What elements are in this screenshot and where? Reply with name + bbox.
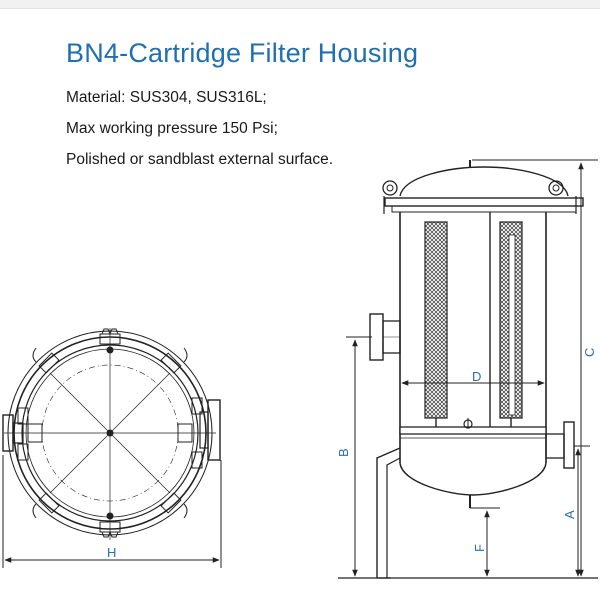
dimension-a-line xyxy=(574,445,590,577)
side-view-drawing xyxy=(369,160,584,579)
page-title: BN4-Cartridge Filter Housing xyxy=(66,38,419,68)
spec-material: Material: SUS304, SUS316L; xyxy=(66,89,267,106)
top-bar xyxy=(0,0,600,9)
dimension-d-label: D xyxy=(472,369,481,384)
spec-pressure: Max working pressure 150 Psi; xyxy=(66,120,278,137)
dimension-b-line xyxy=(346,336,372,577)
dimension-c-line xyxy=(472,159,598,577)
spec-surface: Polished or sandblast external surface. xyxy=(66,151,334,168)
dimension-a-label: A xyxy=(562,510,577,519)
dimension-c-label: C xyxy=(582,348,597,357)
dimension-f-line xyxy=(470,507,500,577)
dimension-h-label: H xyxy=(107,545,116,560)
dimension-f-label: F xyxy=(472,544,487,552)
dimension-b-label: B xyxy=(336,448,351,457)
dimension-h-line xyxy=(2,455,222,568)
top-view-drawing xyxy=(2,328,221,540)
